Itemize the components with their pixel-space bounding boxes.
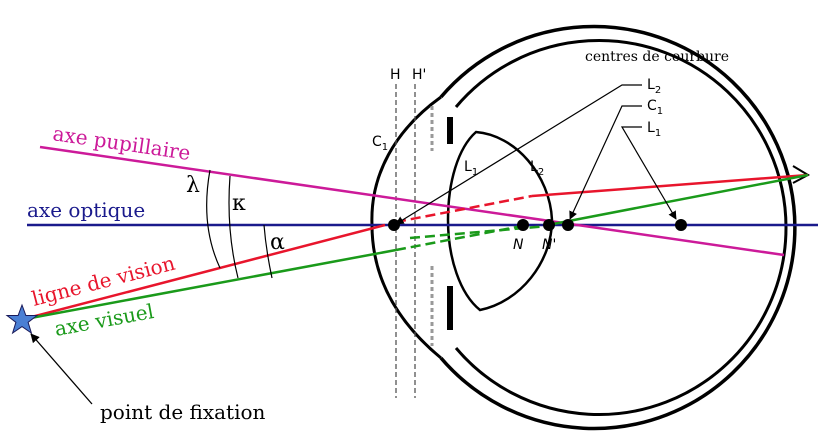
iris-lower [447, 286, 453, 330]
visual-axis-dashed-2 [409, 224, 549, 240]
point-N-prime [543, 219, 555, 231]
arc-alpha [263, 224, 273, 279]
label-centres-de-courbure: centres de courbure [585, 49, 729, 65]
label-N-prime: N' [542, 237, 556, 253]
line-of-sight-outer [19, 223, 386, 322]
point-C1-right [562, 219, 574, 231]
label-axe-optique: axe optique [27, 198, 145, 222]
label-H-prime: H' [412, 67, 426, 83]
arc-kappa [228, 175, 239, 279]
label-L1-lens: L1 [464, 159, 478, 178]
label-H: H [390, 67, 401, 83]
label-C1-right: C1 [647, 98, 663, 117]
iris-upper [447, 117, 453, 144]
label-C1-cornea: C1 [372, 134, 388, 153]
pupillary-axis-line [39, 145, 785, 257]
point-C1-cornea [388, 219, 400, 231]
label-point-de-fixation: point de fixation [100, 400, 266, 424]
point-L1-right [675, 219, 687, 231]
arc-lambda [206, 169, 221, 269]
visual-axis-inner [547, 173, 809, 227]
line-of-sight-dashed [395, 194, 533, 224]
sclera-inner [454, 39, 788, 416]
label-alpha: α [270, 230, 285, 255]
label-L1-right: L1 [647, 120, 661, 139]
leader-L2 [395, 84, 642, 225]
label-ligne-de-vision: ligne de vision [29, 251, 177, 311]
label-N: N [513, 237, 524, 253]
label-lambda: λ [186, 173, 200, 198]
label-L2-right: L2 [647, 77, 661, 96]
line-of-sight-inner [531, 173, 809, 198]
fixation-arrow [30, 333, 93, 405]
visual-axis-outer [19, 248, 397, 322]
leader-L1 [620, 126, 677, 220]
point-N [517, 219, 529, 231]
label-kappa: κ [232, 191, 246, 216]
leader-C1 [569, 105, 642, 220]
label-L2-lens: L2 [530, 159, 544, 178]
sclera-outer [439, 24, 797, 431]
fixation-star-icon [5, 303, 39, 335]
